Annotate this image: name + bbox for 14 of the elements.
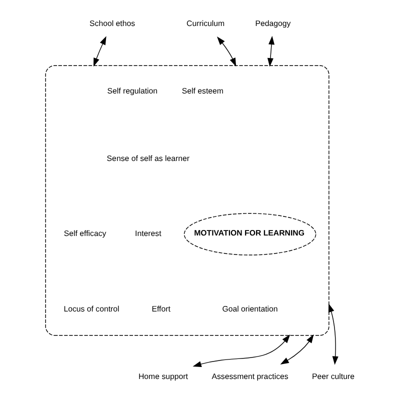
node-text: Peer culture bbox=[312, 372, 354, 381]
node-text: Home support bbox=[138, 372, 188, 381]
label: Self esteem bbox=[182, 86, 224, 96]
label: Self regulation bbox=[107, 86, 158, 96]
node-text: Assessment practices bbox=[212, 372, 288, 381]
node-text: School ethos bbox=[90, 19, 136, 28]
label: Effort bbox=[152, 304, 170, 314]
label: Sense of self as learner bbox=[106, 154, 190, 163]
label: Interest bbox=[135, 229, 162, 238]
node-text: Pedagogy bbox=[255, 19, 291, 28]
label: Self efficacy bbox=[64, 229, 106, 238]
label: Goal orientation bbox=[222, 304, 278, 314]
node-text: Curriculum bbox=[186, 19, 225, 28]
label: Locus of control bbox=[64, 304, 120, 314]
